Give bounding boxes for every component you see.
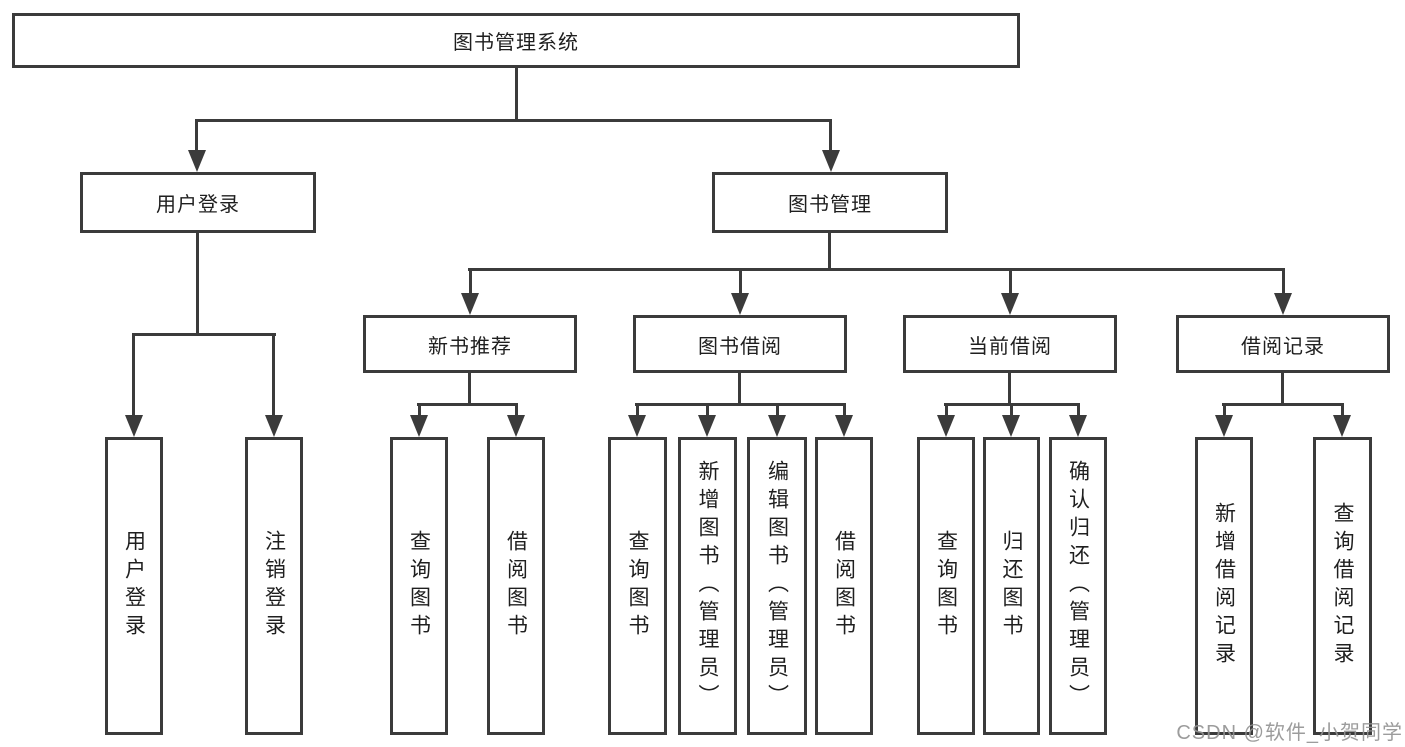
- leaf-label: 新增借阅记录: [1212, 502, 1236, 670]
- arrow-down-icon: [125, 415, 143, 437]
- arrow-down-icon: [835, 415, 853, 437]
- leaf-label: 借阅图书: [832, 530, 856, 642]
- connector-line: [843, 403, 846, 417]
- connector-line: [272, 333, 275, 417]
- connector-line: [738, 373, 741, 406]
- leaf-label: 编辑图书（管理员）: [765, 460, 789, 712]
- connector-line: [468, 373, 471, 406]
- connector-line: [636, 403, 639, 417]
- leaf-borrow-books: 借阅图书: [815, 437, 873, 735]
- arrow-down-icon: [507, 415, 525, 437]
- leaf-query-books-current: 查询图书: [917, 437, 975, 735]
- arrow-down-icon: [1001, 293, 1019, 315]
- arrow-down-icon: [1002, 415, 1020, 437]
- arrow-down-icon: [1333, 415, 1351, 437]
- connector-line: [469, 268, 472, 295]
- leaf-label: 借阅图书: [504, 530, 528, 642]
- leaf-label: 注销登录: [262, 530, 286, 642]
- connector-line: [1281, 373, 1284, 406]
- node-current-borrow: 当前借阅: [903, 315, 1117, 373]
- leaf-query-books-borrow: 查询图书: [608, 437, 667, 735]
- arrow-down-icon: [461, 293, 479, 315]
- connector-line: [468, 268, 1284, 271]
- arrow-down-icon: [1274, 293, 1292, 315]
- connector-line: [132, 333, 276, 336]
- connector-line: [635, 403, 846, 406]
- arrow-down-icon: [1069, 415, 1087, 437]
- connector-line: [1223, 403, 1226, 417]
- node-borrow-records: 借阅记录: [1176, 315, 1390, 373]
- connector-line: [829, 119, 832, 152]
- arrow-down-icon: [768, 415, 786, 437]
- arrow-down-icon: [731, 293, 749, 315]
- connector-line: [739, 268, 742, 295]
- connector-line: [706, 403, 709, 417]
- node-user-login-branch: 用户登录: [80, 172, 316, 233]
- leaf-label: 归还图书: [1000, 530, 1024, 642]
- connector-line: [132, 333, 135, 417]
- connector-line: [1008, 373, 1011, 406]
- connector-line: [1077, 403, 1080, 417]
- leaf-label: 查询图书: [626, 530, 650, 642]
- connector-line: [196, 233, 199, 336]
- connector-line: [945, 403, 948, 417]
- leaf-confirm-return-admin: 确认归还（管理员）: [1049, 437, 1107, 735]
- node-new-book-recommend: 新书推荐: [363, 315, 577, 373]
- arrow-down-icon: [410, 415, 428, 437]
- leaf-label: 确认归还（管理员）: [1066, 460, 1090, 712]
- node-book-borrow: 图书借阅: [633, 315, 847, 373]
- arrow-down-icon: [628, 415, 646, 437]
- leaf-label: 查询图书: [934, 530, 958, 642]
- leaf-edit-books-admin: 编辑图书（管理员）: [747, 437, 807, 735]
- connector-line: [417, 403, 518, 406]
- connector-line: [195, 119, 198, 152]
- leaf-label: 新增图书（管理员）: [696, 460, 720, 712]
- connector-line: [515, 403, 518, 417]
- node-book-management-branch: 图书管理: [712, 172, 948, 233]
- arrow-down-icon: [822, 150, 840, 172]
- connector-line: [195, 119, 832, 122]
- connector-line: [776, 403, 779, 417]
- arrow-down-icon: [937, 415, 955, 437]
- leaf-query-books-recommend: 查询图书: [390, 437, 448, 735]
- arrow-down-icon: [265, 415, 283, 437]
- connector-line: [1282, 268, 1285, 295]
- leaf-add-books-admin: 新增图书（管理员）: [678, 437, 737, 735]
- leaf-borrow-books-recommend: 借阅图书: [487, 437, 545, 735]
- arrow-down-icon: [188, 150, 206, 172]
- leaf-label: 查询借阅记录: [1331, 502, 1355, 670]
- leaf-add-borrow-record: 新增借阅记录: [1195, 437, 1253, 735]
- leaf-user-login: 用户登录: [105, 437, 163, 735]
- leaf-label: 用户登录: [122, 530, 146, 642]
- connector-line: [828, 233, 831, 271]
- connector-line: [1341, 403, 1344, 417]
- connector-line: [1222, 403, 1344, 406]
- node-root: 图书管理系统: [12, 13, 1020, 68]
- watermark: CSDN @软件_小贺同学: [1176, 722, 1403, 744]
- leaf-query-borrow-record: 查询借阅记录: [1313, 437, 1372, 735]
- connector-line: [515, 66, 518, 119]
- arrow-down-icon: [1215, 415, 1233, 437]
- connector-line: [1009, 268, 1012, 295]
- leaf-return-books: 归还图书: [983, 437, 1040, 735]
- connector-line: [1010, 403, 1013, 417]
- connector-line: [418, 403, 421, 417]
- leaf-logout: 注销登录: [245, 437, 303, 735]
- leaf-label: 查询图书: [407, 530, 431, 642]
- arrow-down-icon: [698, 415, 716, 437]
